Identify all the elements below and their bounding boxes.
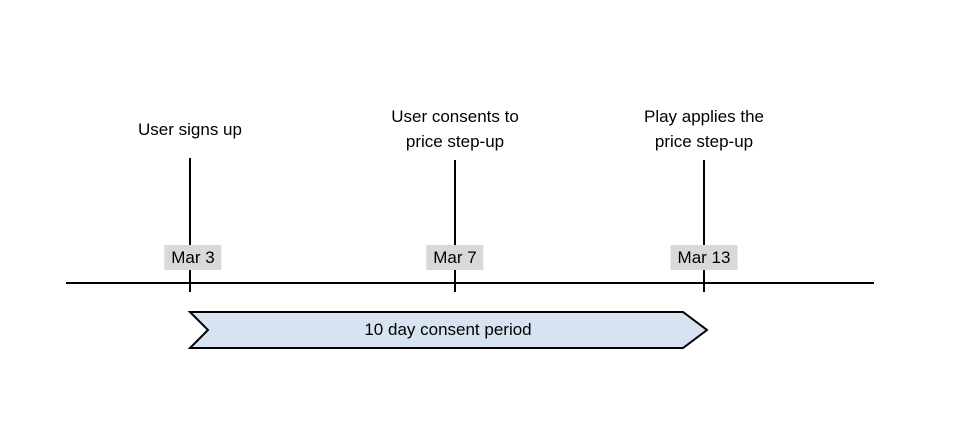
- event-title-line: price step-up: [405, 132, 505, 151]
- event-title-line: User consents to: [391, 107, 519, 126]
- consent-period-banner-shape: [187, 311, 709, 349]
- event-title-play-applies: Play applies the price step-up: [644, 104, 764, 154]
- event-title-user-signs-up: User signs up: [138, 117, 242, 142]
- event-title-line: price step-up: [654, 132, 754, 151]
- event-title-line: User signs up: [138, 120, 242, 139]
- event-title-line: Play applies the: [643, 107, 765, 126]
- consent-period-banner-label: 10 day consent period: [364, 320, 532, 339]
- date-label-mar3: Mar 3: [164, 245, 222, 270]
- event-title-user-consents: User consents to price step-up: [391, 104, 519, 154]
- date-label-mar13: Mar 13: [670, 245, 738, 270]
- date-label-mar7: Mar 7: [426, 245, 484, 270]
